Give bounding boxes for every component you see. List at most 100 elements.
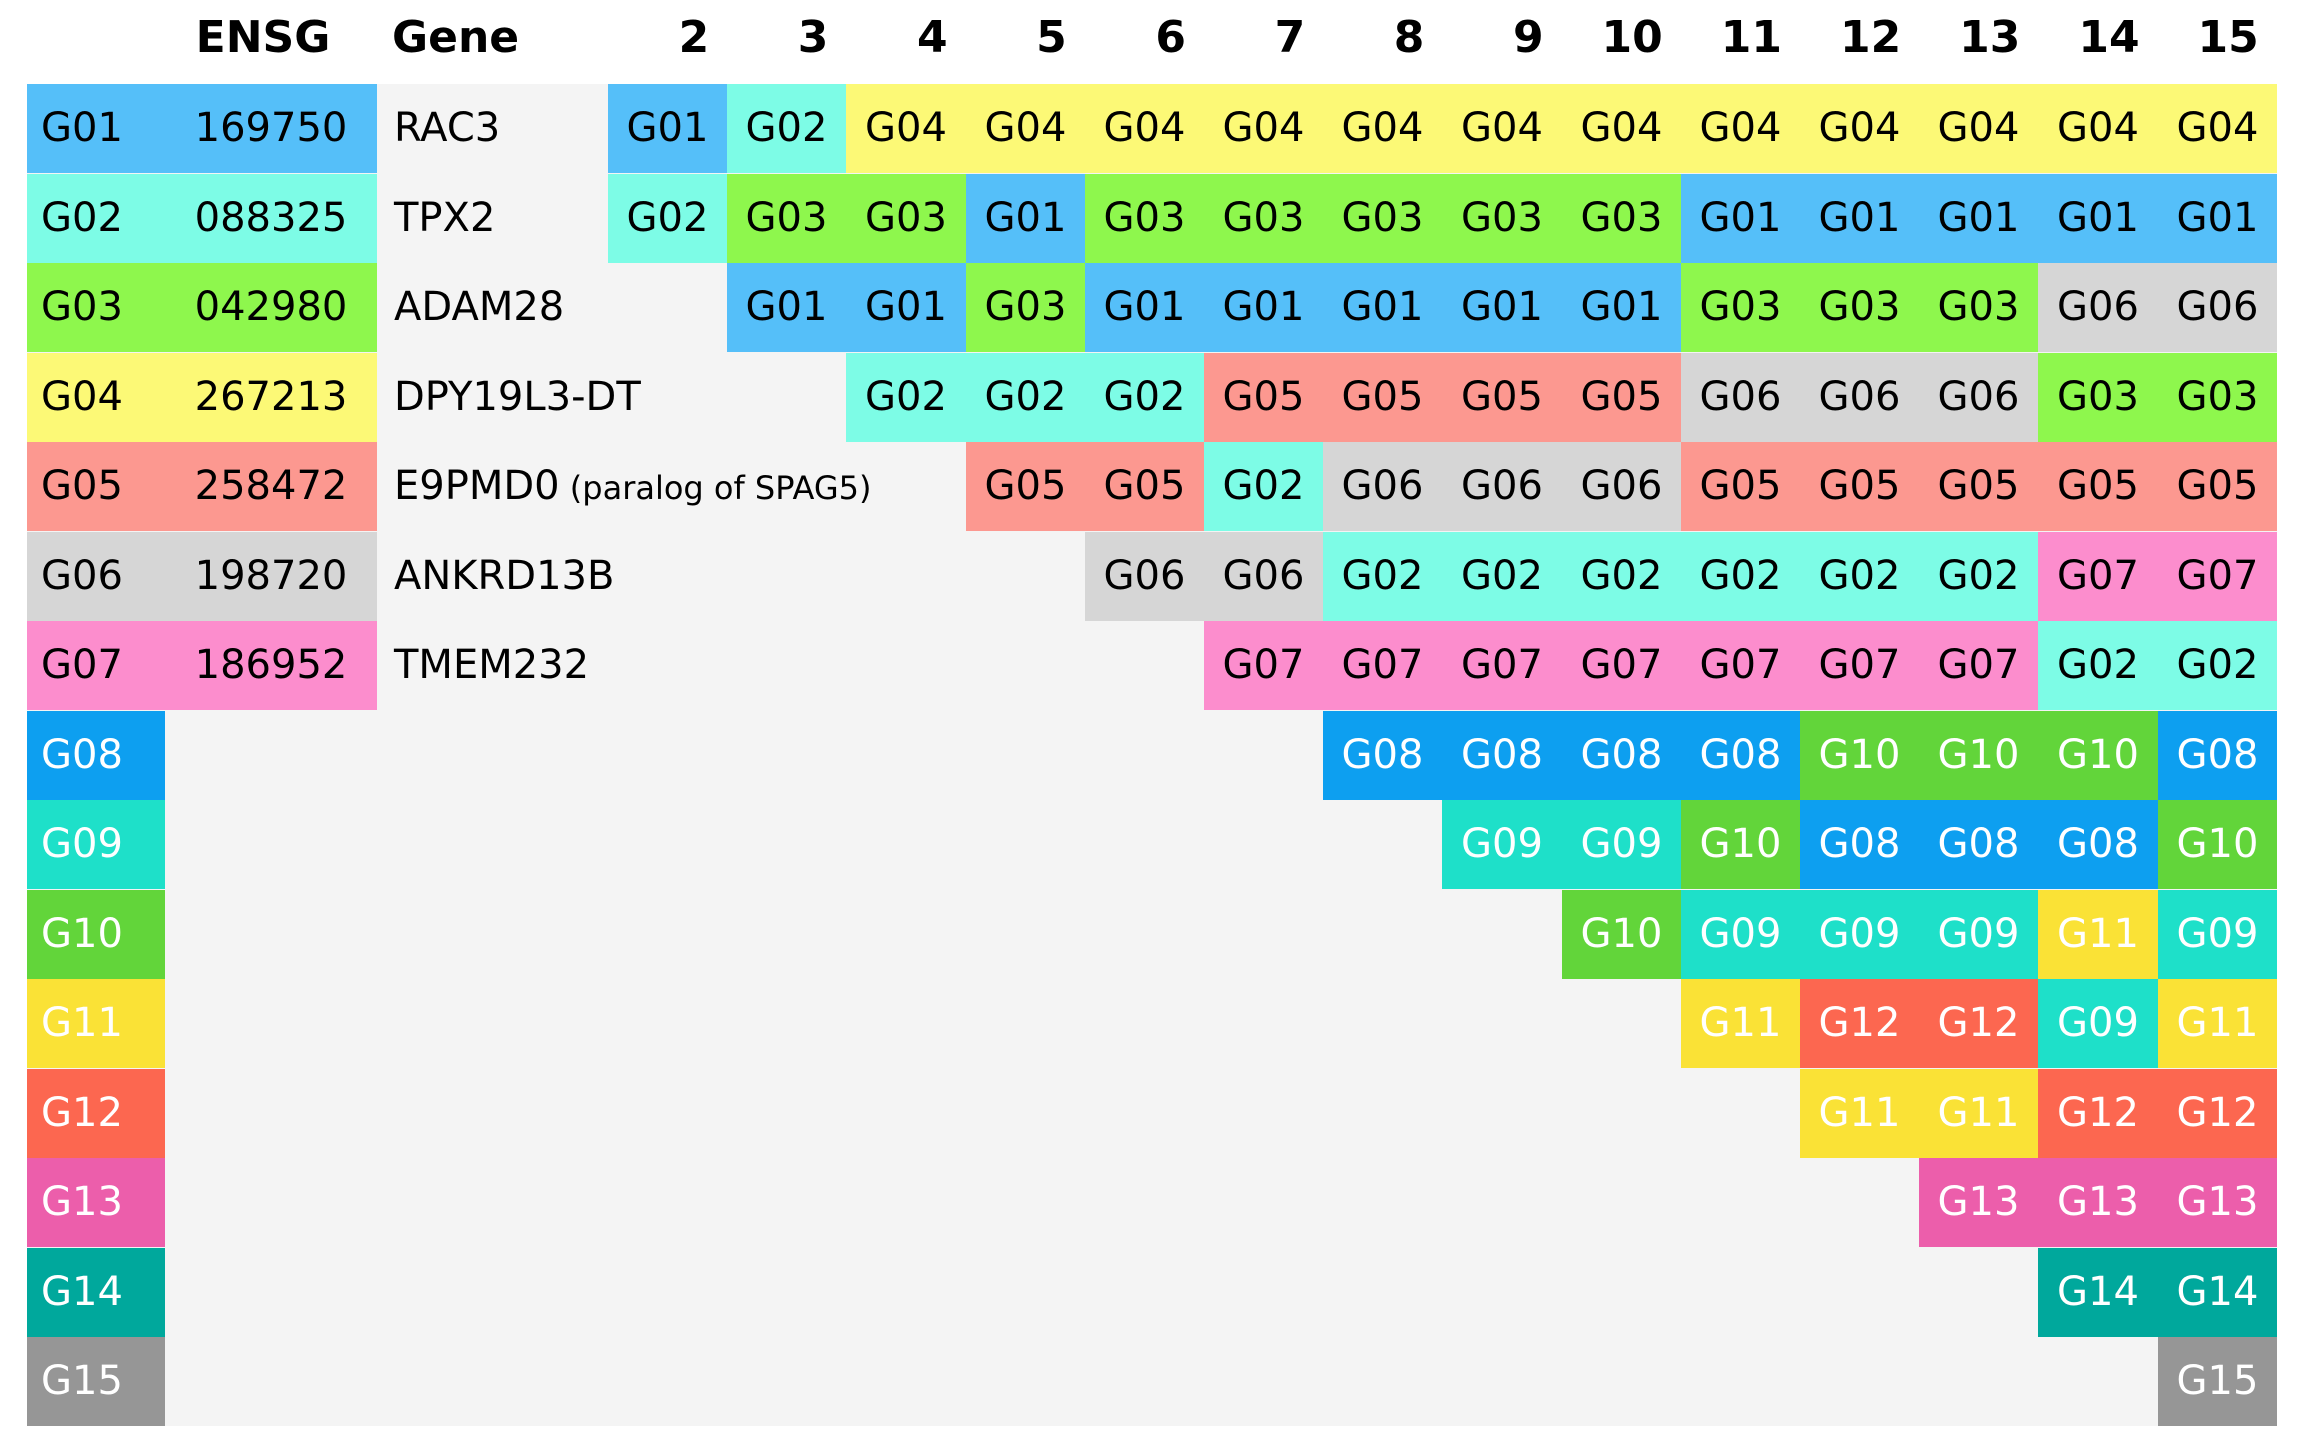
matrix-cell: G02 [1562,532,1681,621]
matrix-cell: G04 [966,84,1085,173]
matrix-cell: G09 [2038,979,2158,1068]
group-id-cell: G11 [27,979,165,1068]
matrix-cell: G05 [966,442,1085,531]
column-header: 8 [1393,12,1425,63]
group-id-cell: G06 [27,532,165,621]
matrix-cell: G01 [1681,174,1800,263]
matrix-cell: G10 [2158,800,2277,889]
ensg-cell: 198720 [165,532,377,621]
matrix-cell: G05 [1085,442,1204,531]
matrix-cell: G06 [2158,263,2277,352]
group-id-cell: G04 [27,353,165,442]
gene-note: (paralog of SPAG5) [559,469,872,507]
matrix-cell: G14 [2158,1248,2277,1337]
matrix-cell: G01 [1562,263,1681,352]
matrix-cell: G04 [1204,84,1323,173]
gene-cell: TPX2 [394,174,914,263]
matrix-cell: G02 [846,353,966,442]
matrix-cell: G02 [727,84,846,173]
matrix-cell: G08 [1800,800,1919,889]
matrix-cell: G08 [1919,800,2038,889]
matrix-cell: G04 [1919,84,2038,173]
column-header: 14 [2078,12,2140,63]
gene-cell: E9PMD0 (paralog of SPAG5) [394,442,914,531]
group-id-cell: G07 [27,621,165,710]
gene-name: RAC3 [394,105,501,151]
matrix-cell: G02 [1204,442,1323,531]
column-header: 7 [1274,12,1306,63]
column-header: 12 [1839,12,1902,63]
matrix-cell: G04 [1323,84,1442,173]
matrix-cell: G03 [2038,353,2158,442]
matrix-cell: G07 [1204,621,1323,710]
matrix-cell: G02 [1800,532,1919,621]
matrix-cell: G07 [1442,621,1562,710]
matrix-cell: G09 [1919,890,2038,979]
matrix-cell: G14 [2038,1248,2158,1337]
gene-cell: ANKRD13B [394,532,914,621]
matrix-cell: G01 [846,263,966,352]
matrix-cell: G02 [1323,532,1442,621]
matrix-cell: G05 [1204,353,1323,442]
matrix-cell: G08 [2158,711,2277,800]
matrix-cell: G10 [1919,711,2038,800]
column-header: 15 [2197,12,2259,63]
matrix-cell: G02 [1085,353,1204,442]
matrix-cell: G13 [2038,1158,2158,1247]
matrix-cell: G01 [1800,174,1919,263]
column-header: 10 [1601,12,1663,63]
matrix-cell: G09 [2158,890,2277,979]
group-id-cell: G02 [27,174,165,263]
matrix-cell: G11 [2038,890,2158,979]
matrix-cell: G01 [1919,174,2038,263]
column-header: 11 [1720,12,1782,63]
group-id-cell: G14 [27,1248,165,1337]
matrix-cell: G06 [1085,532,1204,621]
matrix-cell: G11 [1800,1069,1919,1158]
matrix-cell: G11 [1919,1069,2038,1158]
matrix-cell: G01 [608,84,727,173]
ensg-cell: 042980 [165,263,377,352]
matrix-cell: G02 [1442,532,1562,621]
column-header: 2 [678,12,710,63]
ensg-cell: 267213 [165,353,377,442]
matrix-cell: G07 [1681,621,1800,710]
matrix-cell: G08 [2038,800,2158,889]
gene-name: TMEM232 [394,642,590,688]
matrix-cell: G07 [2038,532,2158,621]
matrix-cell: G02 [1919,532,2038,621]
matrix-cell: G07 [1800,621,1919,710]
matrix-cell: G08 [1442,711,1562,800]
matrix-cell: G03 [1085,174,1204,263]
matrix-cell: G03 [1562,174,1681,263]
group-id-cell: G10 [27,890,165,979]
group-id-cell: G13 [27,1158,165,1247]
matrix-cell: G05 [1800,442,1919,531]
matrix-cell: G10 [2038,711,2158,800]
ensg-cell: 186952 [165,621,377,710]
matrix-cell: G05 [2158,442,2277,531]
matrix-cell: G04 [2158,84,2277,173]
matrix-cell: G07 [1323,621,1442,710]
column-header: 5 [1036,12,1067,63]
matrix-cell: G10 [1681,800,1800,889]
matrix-cell: G06 [2038,263,2158,352]
matrix-cell: G01 [1442,263,1562,352]
matrix-cell: G03 [727,174,846,263]
matrix-cell: G05 [2038,442,2158,531]
matrix-cell: G15 [2158,1337,2277,1426]
column-header: 4 [916,12,948,63]
column-header: 3 [797,12,829,63]
matrix-cell: G01 [2158,174,2277,263]
matrix-cell: G12 [2158,1069,2277,1158]
matrix-cell: G01 [966,174,1085,263]
gene-cell: TMEM232 [394,621,914,710]
matrix-cell: G04 [1562,84,1681,173]
group-id-cell: G12 [27,1069,165,1158]
matrix-cell: G09 [1681,890,1800,979]
gene-cell: RAC3 [394,84,914,173]
matrix-cell: G03 [1800,263,1919,352]
matrix-cell: G04 [2038,84,2158,173]
matrix-cell: G05 [1919,442,2038,531]
